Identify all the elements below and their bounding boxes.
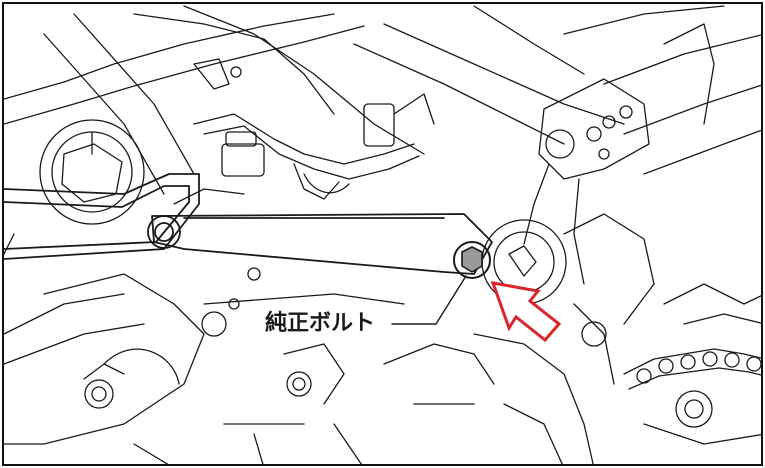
hex-bolt-icon — [453, 241, 491, 279]
genuine-bolt-label: 純正ボルト — [262, 309, 379, 339]
lower-engine-parts — [4, 267, 607, 464]
drive-chain — [623, 283, 761, 445]
hollow-red-arrow-icon — [490, 281, 562, 343]
upper-left-boss — [39, 119, 145, 225]
motorcycle-frame-line-drawing — [4, 5, 761, 464]
right-bracket — [523, 78, 650, 285]
callout-leader-line — [391, 275, 467, 325]
link-arm — [4, 173, 493, 275]
wiring-harness — [173, 58, 435, 205]
frame-tubes — [4, 5, 761, 365]
